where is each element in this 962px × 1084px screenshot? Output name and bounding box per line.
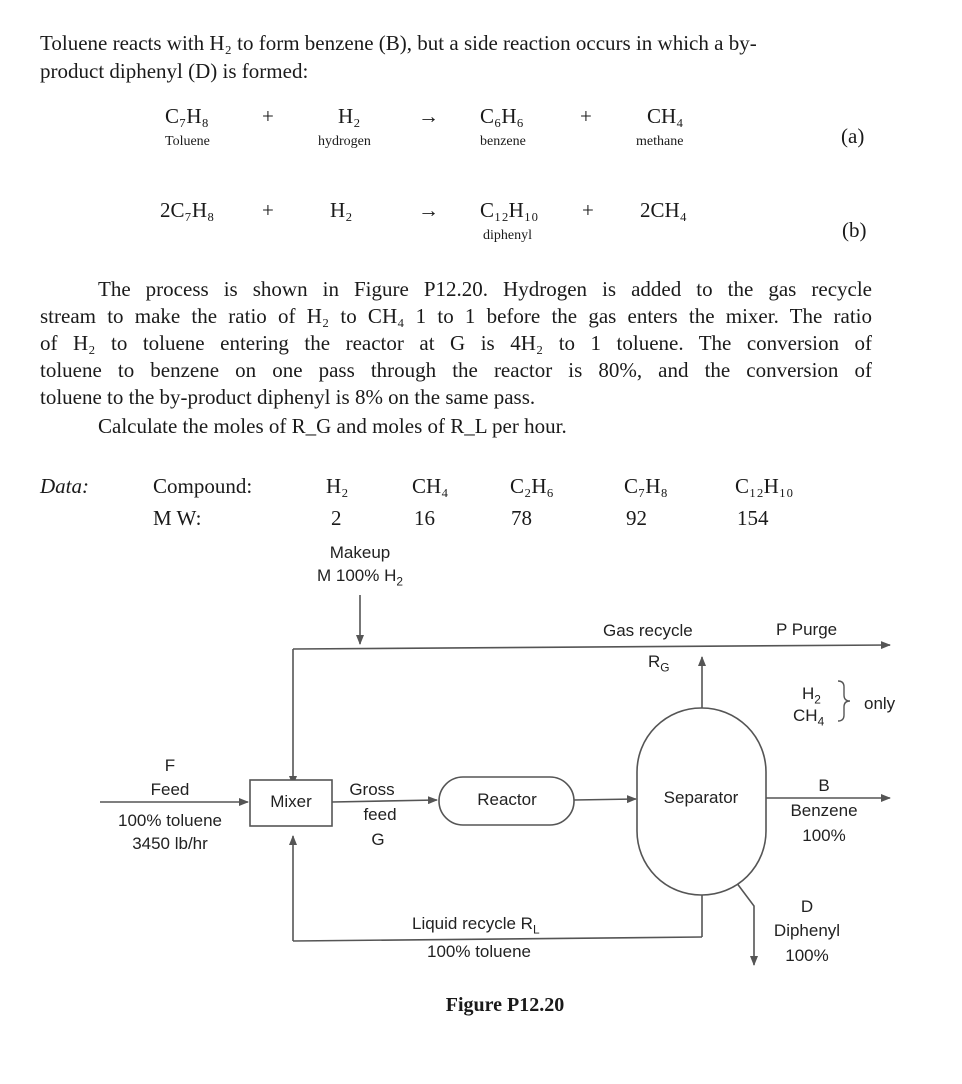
reaction-b-tag: (b) — [842, 218, 867, 242]
gross-g-label: G — [371, 830, 385, 849]
figure-caption: Figure P12.20 — [445, 994, 565, 1016]
reaction-b-reactant-1: 2C₇H₈ — [160, 198, 215, 222]
compound-cell: CH₄ — [412, 474, 449, 498]
diphenyl-pct-label: 100% — [785, 946, 829, 965]
reaction-a-product-1-name: benzene — [480, 134, 526, 149]
purge-h2-label: H2 — [802, 684, 821, 707]
gas-recycle-label: Gas recycle — [603, 621, 693, 640]
reactor-vessel — [438, 776, 575, 826]
reaction-a-reactant-1: C₇H₈ — [165, 104, 209, 128]
rg-label: RG — [648, 652, 670, 675]
benzene-label: Benzene — [790, 801, 858, 820]
reaction-b-product-2: 2CH₄ — [640, 198, 687, 222]
intro-line-1: Toluene reacts with H₂ to form benzene (… — [40, 30, 757, 56]
reactor-outlet-arrow — [573, 795, 637, 804]
reaction-a-product-2-name: methane — [636, 134, 684, 149]
mw-cell: 154 — [737, 506, 769, 530]
b-label: B — [818, 776, 830, 795]
liquid-recycle-line — [292, 936, 703, 942]
gross-feed-label: feed — [363, 805, 397, 824]
h2-ch4-brace — [837, 680, 851, 722]
compound-cell: C₇H₈ — [624, 474, 668, 498]
feed-label: Feed — [150, 780, 190, 799]
reaction-a-product-1: C₆H₆ — [480, 104, 524, 128]
compound-cell: H₂ — [326, 474, 349, 498]
compound-cell: C₂H₆ — [510, 474, 554, 498]
gross-label: Gross — [349, 780, 395, 799]
problem-line-2: stream to make the ratio of H₂ to CH₄ 1 … — [40, 304, 872, 328]
reaction-b-reactant-2: H₂ — [330, 198, 353, 222]
reaction-b-plus-1: + — [262, 198, 274, 222]
reaction-b-plus-2: + — [582, 198, 594, 222]
makeup-composition: M 100% H2 — [317, 566, 403, 589]
separator-label: Separator — [663, 788, 739, 807]
reaction-a-reactant-2: H₂ — [338, 104, 361, 128]
feed-composition: 100% toluene — [118, 811, 222, 830]
benzene-pct-label: 100% — [802, 826, 846, 845]
purge-label: P Purge — [776, 620, 838, 639]
reaction-a-tag: (a) — [841, 124, 865, 148]
diphenyl-arrow — [735, 881, 758, 966]
problem-line-1: The process is shown in Figure P12.20. H… — [98, 277, 872, 301]
reaction-b-product-1: C₁₂H₁₀ — [480, 198, 539, 222]
reaction-a-reactant-2-name: hydrogen — [318, 134, 371, 149]
feed-f-label: F — [164, 756, 176, 775]
problem-line-3: of H₂ to toluene entering the reactor at… — [40, 331, 872, 355]
liquid-recycle-label: Liquid recycle RL — [412, 914, 540, 937]
mw-cell: 16 — [414, 506, 435, 530]
reaction-b-arrow: → — [418, 198, 439, 222]
reaction-a-plus-2: + — [580, 104, 592, 128]
purge-only-label: only — [864, 694, 896, 713]
intro-text-1: Toluene reacts with H₂ to form benzene (… — [40, 31, 757, 55]
mw-header: M W: — [153, 506, 202, 530]
reaction-a-plus-1: + — [262, 104, 274, 128]
d-label: D — [800, 897, 814, 916]
feed-rate: 3450 lb/hr — [132, 834, 208, 853]
purge-ch4-label: CH4 — [793, 706, 825, 729]
intro-line-2: product diphenyl (D) is formed: — [40, 58, 308, 84]
diphenyl-label: Diphenyl — [773, 921, 841, 940]
reactor-label: Reactor — [477, 790, 537, 809]
problem-line-5: toluene to the by-product diphenyl is 8%… — [40, 385, 536, 409]
mw-cell: 78 — [511, 506, 532, 530]
data-label: Data: — [40, 474, 89, 498]
gross-feed-arrow — [331, 796, 438, 805]
mixer-box — [249, 779, 333, 827]
reaction-b-product-1-name: diphenyl — [483, 228, 532, 243]
compound-header: Compound: — [153, 474, 253, 498]
problem-question: Calculate the moles of R_G and moles of … — [98, 414, 567, 438]
problem-line-4: toluene to benzene on one pass through t… — [40, 358, 872, 382]
mixer-label: Mixer — [270, 792, 312, 811]
intro-text-2: product diphenyl (D) is formed: — [40, 59, 309, 83]
separator-vessel — [636, 707, 767, 896]
reaction-a-reactant-1-name: Toluene — [165, 134, 210, 149]
gas-recycle-line — [292, 641, 891, 650]
makeup-label: Makeup — [329, 543, 391, 562]
compound-cell: C₁₂H₁₀ — [735, 474, 794, 498]
reaction-a-product-2: CH₄ — [647, 104, 684, 128]
mw-cell: 92 — [626, 506, 647, 530]
mw-cell: 2 — [331, 506, 342, 530]
reaction-a-arrow: → — [418, 104, 439, 128]
liquid-recycle-composition: 100% toluene — [427, 942, 531, 961]
